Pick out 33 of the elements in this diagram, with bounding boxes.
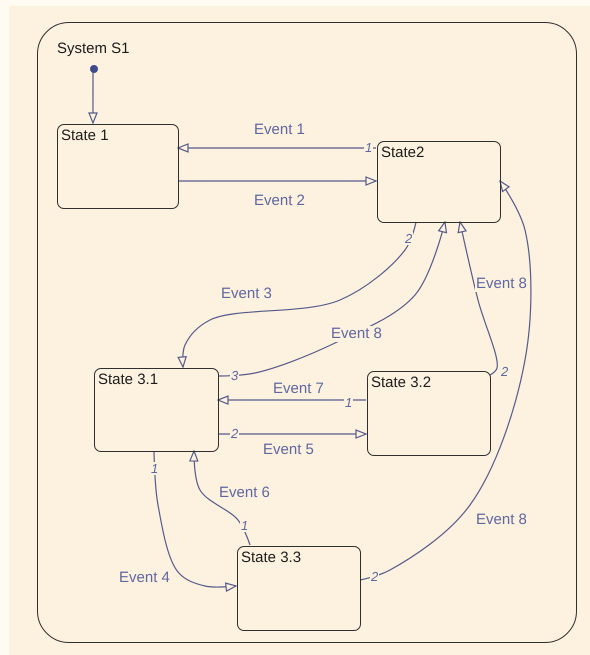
- transition-arrow: [178, 222, 417, 368]
- priority-number: 2: [500, 365, 510, 378]
- state-box: [94, 368, 219, 452]
- transition-arrow: [189, 450, 251, 546]
- state-name: State 3.2: [371, 374, 432, 391]
- state-box: [57, 124, 179, 209]
- state-name: State 1: [61, 127, 109, 144]
- state-name: State2: [381, 144, 424, 161]
- state-box: [377, 141, 501, 223]
- transition-arrow: [88, 72, 98, 124]
- transition-arrow: [360, 180, 532, 581]
- state-box: [367, 371, 491, 456]
- transition-arrow: [217, 395, 366, 405]
- priority-number: 1: [150, 462, 160, 475]
- priority-number: 1: [364, 141, 374, 154]
- priority-number: 1: [344, 396, 354, 409]
- priority-number: 1: [240, 519, 250, 532]
- edge-label: Event 8: [475, 276, 528, 292]
- transition-arrow: [178, 176, 377, 186]
- transition-arrow: [177, 143, 376, 153]
- edge-label: Event 8: [330, 326, 383, 342]
- state-name: State 3.1: [98, 371, 158, 388]
- priority-number: 2: [404, 232, 414, 245]
- state-box: [237, 546, 361, 631]
- transition-arrow: [153, 450, 237, 592]
- transition-arrow: [458, 221, 498, 376]
- priority-number: 2: [370, 570, 380, 583]
- priority-number: 2: [230, 427, 240, 440]
- state-name: State 3.3: [241, 549, 302, 566]
- priority-number: 3: [230, 369, 240, 382]
- system-container: [37, 22, 577, 643]
- transition-arrow: [218, 429, 367, 439]
- system-title: System S1: [57, 40, 130, 57]
